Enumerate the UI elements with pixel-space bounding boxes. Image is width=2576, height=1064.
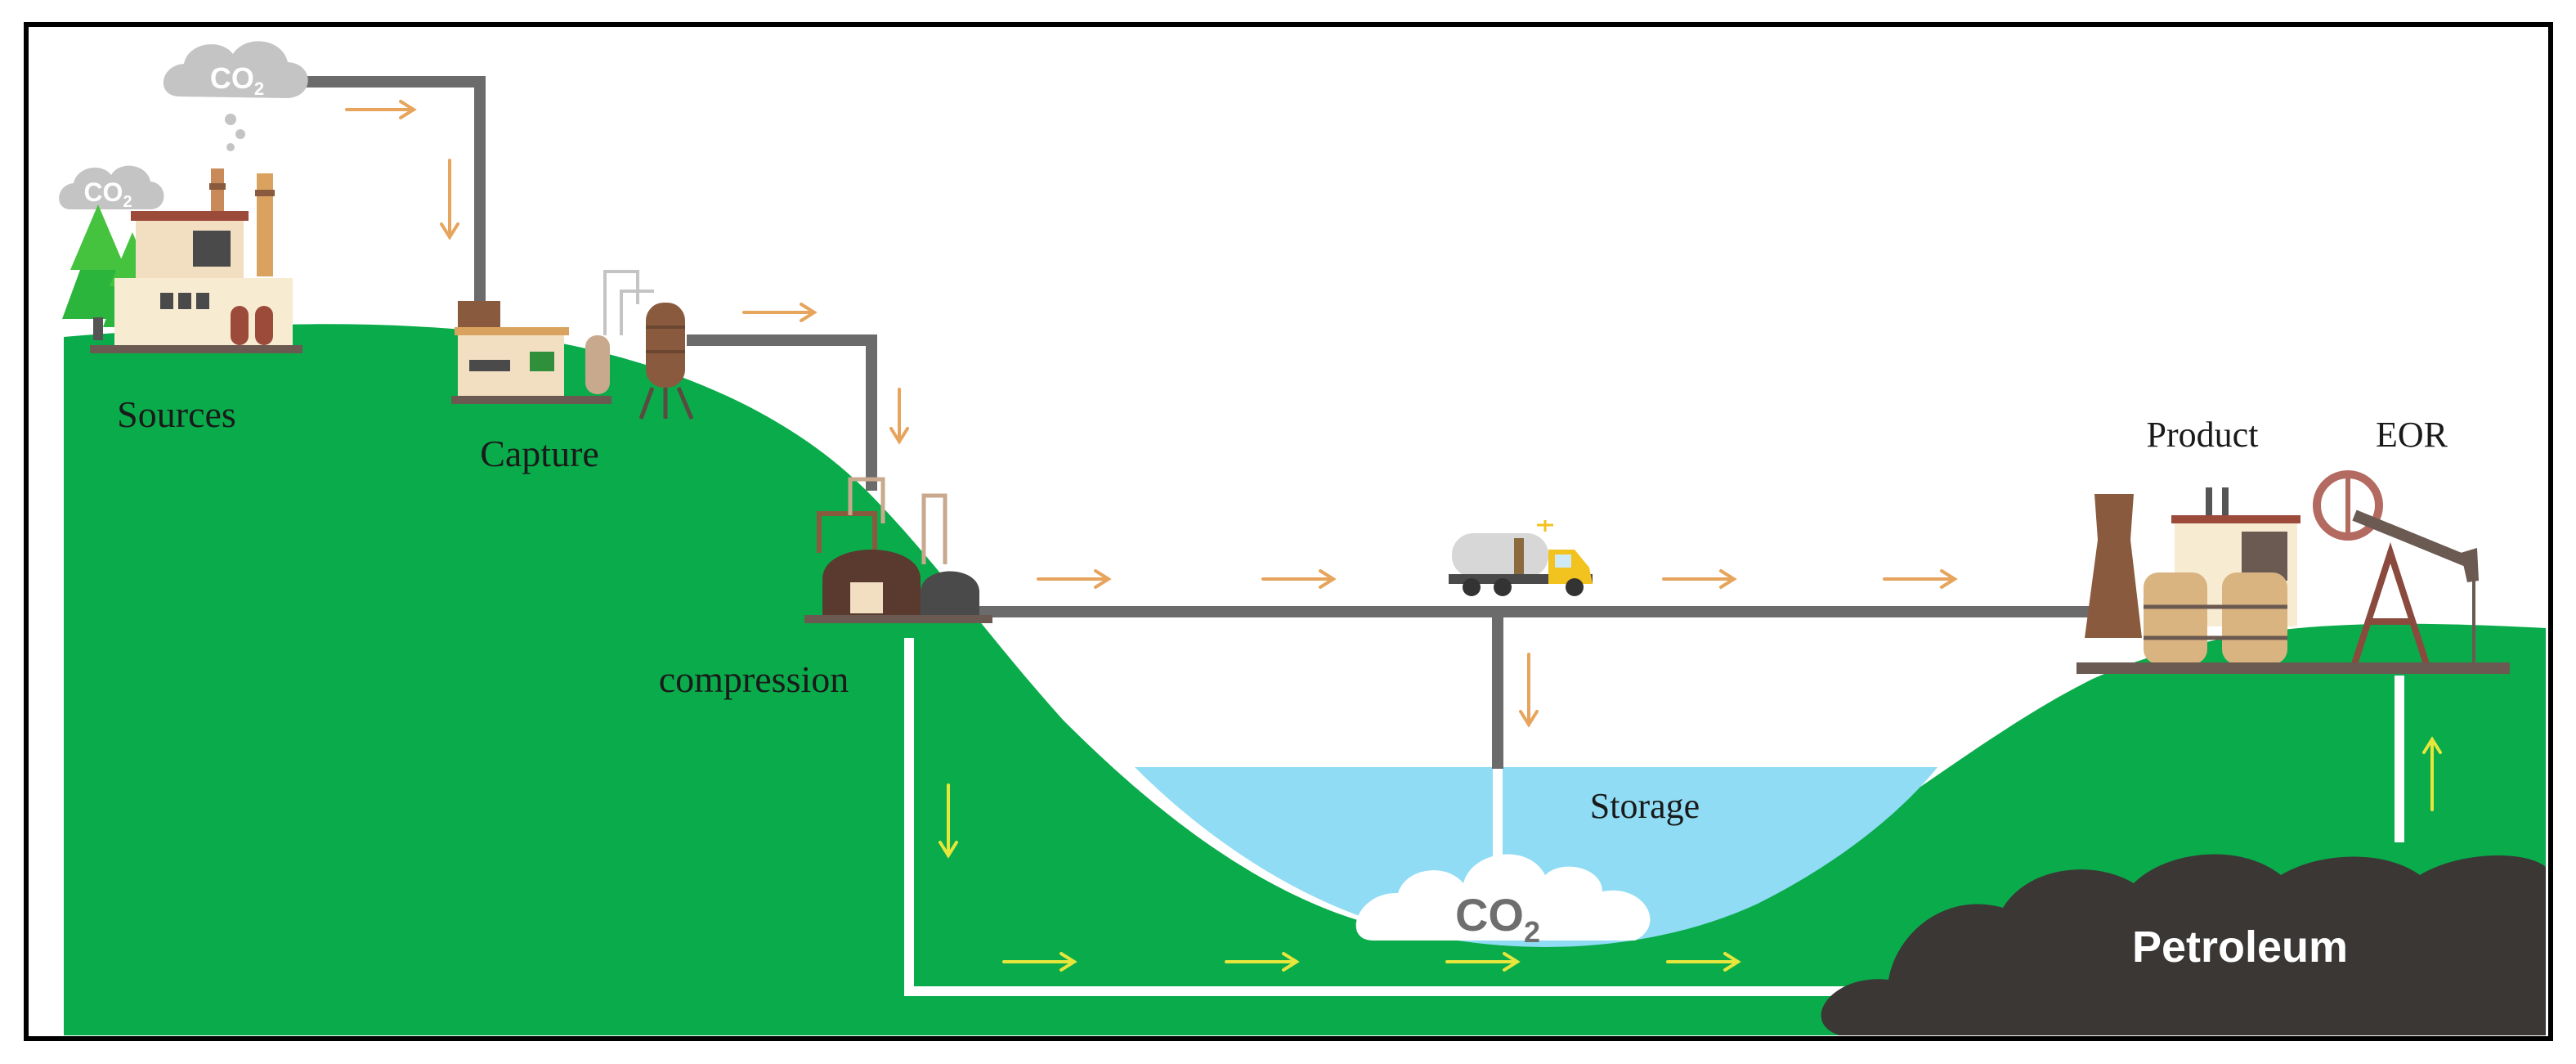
petroleum-label: Petroleum (2132, 923, 2348, 972)
eor-label: EOR (2376, 415, 2448, 455)
refinery-roof (2171, 515, 2300, 523)
factory-door (255, 306, 273, 345)
pumpjack-frame (2351, 542, 2430, 666)
refinery-base (2076, 662, 2305, 674)
truck-wheel (1566, 578, 1584, 596)
compressor-icon (804, 477, 992, 623)
compressor-door (850, 582, 883, 613)
pumpjack-icon (2305, 470, 2510, 674)
smoke-dot (225, 114, 236, 125)
source-co2-cloud-small: CO2 (59, 165, 164, 211)
source-co2-cloud-large: CO2 (163, 41, 308, 151)
arrow-right-icon (1883, 569, 1958, 589)
tree-canopy (70, 204, 126, 270)
capture-roof (455, 327, 569, 335)
arrow-down-icon (939, 783, 958, 859)
arrow-right-icon (1037, 569, 1112, 589)
arrow-down-icon (889, 388, 909, 445)
flow-arrows-yellow (939, 736, 2442, 972)
capture-base (451, 396, 612, 404)
arrow-right-icon (1662, 569, 1737, 589)
capture-plant-icon (451, 270, 694, 420)
tree-trunk (93, 317, 103, 340)
capture-tank-small (585, 335, 610, 394)
refinery-tank (2222, 572, 2287, 664)
capture-tower (646, 303, 685, 388)
arrow-right-icon (1445, 952, 1521, 972)
white-pipes (904, 638, 2404, 996)
capture-window-green (530, 352, 554, 371)
factory-chimney-band (255, 190, 275, 196)
petroleum-reservoir: Petroleum (1821, 854, 2546, 1035)
factory-icon (90, 168, 302, 353)
truck-tank-band (1514, 538, 1524, 574)
tanker-truck-icon (1449, 520, 1593, 596)
co2-cloud-icon (163, 41, 308, 98)
cloud-co2-label: CO2 (83, 177, 132, 211)
product-label: Product (2147, 415, 2259, 455)
arrow-right-icon (1002, 952, 1077, 972)
refinery-tank (2144, 572, 2207, 664)
storage-label: Storage (1590, 786, 1700, 826)
arrow-right-icon (1261, 569, 1337, 589)
arrow-right-icon (1225, 952, 1300, 972)
capture-window (469, 360, 510, 371)
factory-door (231, 306, 249, 345)
factory-window (196, 293, 209, 309)
arrow-up-icon (2422, 736, 2442, 811)
petroleum-blob (1821, 854, 2546, 1035)
refinery-chimney (2222, 487, 2229, 520)
sources-label: Sources (117, 393, 236, 435)
arrow-right-icon (1666, 952, 1741, 972)
storage-water (1135, 767, 1938, 947)
capture-label: Capture (480, 433, 599, 474)
truck-wheel (1494, 578, 1512, 596)
arrow-right-icon (345, 100, 417, 119)
flow-arrows-orange (345, 100, 1958, 728)
arrow-right-icon (742, 303, 818, 322)
factory-chimney-band (209, 183, 226, 190)
compressor-frame (817, 511, 877, 553)
cooling-tower (2085, 494, 2142, 638)
capture-piping (603, 270, 654, 335)
factory-window (160, 293, 173, 309)
pumpjack-base (2305, 662, 2510, 674)
pipe-network (286, 76, 2126, 769)
compressor-tank (921, 571, 979, 615)
factory-roof (131, 211, 249, 221)
storage-co2-label: CO2 (1455, 889, 1540, 949)
arrow-down-icon (1519, 653, 1539, 728)
compressor-base (804, 615, 992, 623)
co2-cloud-icon (1355, 854, 1651, 941)
truck-wheel (1463, 578, 1481, 596)
pipe-underground-loop (904, 638, 1856, 996)
truck-sparkle (1537, 520, 1553, 532)
refinery-chimney (2206, 487, 2212, 520)
factory-window-grid (193, 231, 231, 267)
factory-base (90, 345, 302, 353)
pipe-capture-compression (687, 334, 877, 491)
compressor-piping (848, 477, 948, 564)
factory-window (178, 293, 191, 309)
storage-co2-cloud: CO2 (1355, 854, 1651, 949)
compression-label: compression (659, 658, 849, 700)
truck-window (1555, 554, 1571, 568)
cloud-co2-label: CO2 (210, 61, 264, 99)
factory-chimney (257, 173, 273, 276)
arrow-down-icon (440, 159, 459, 240)
ground (64, 324, 2546, 1036)
co2-cloud-icon (59, 165, 164, 209)
pumpjack-head (2461, 548, 2479, 582)
smoke-dot (235, 129, 245, 139)
pipe-source-capture (286, 76, 486, 304)
truck-tank (1452, 533, 1548, 577)
refinery-icon (2076, 487, 2305, 674)
pumpjack-beam (2352, 510, 2473, 568)
capture-tower-legs (638, 387, 694, 420)
smoke-dot (226, 143, 235, 151)
